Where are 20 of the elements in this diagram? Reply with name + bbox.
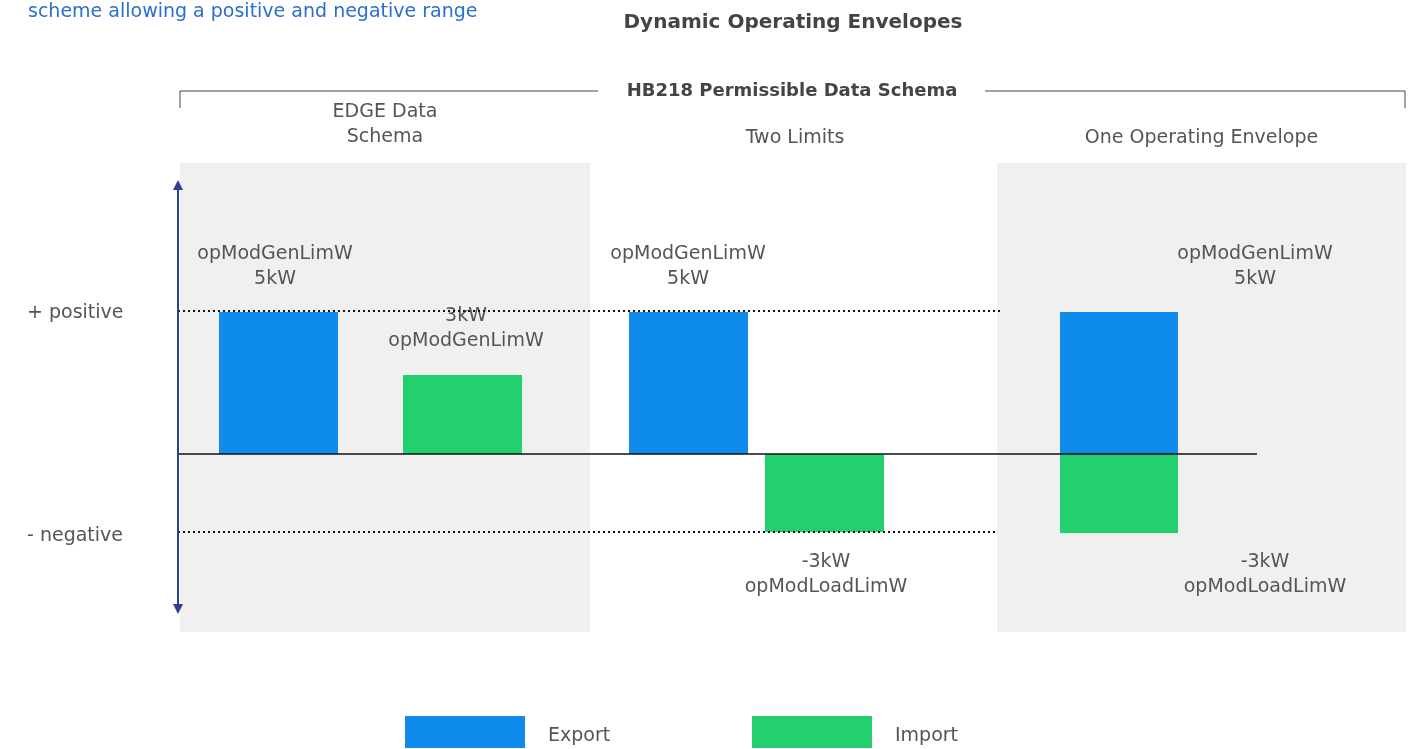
bar [765, 454, 884, 532]
bar-value-label: -3kW opModLoadLimW [743, 548, 909, 598]
subtitle-text: scheme allowing a positive and negative range [28, 0, 479, 23]
axis-label: - negative [27, 522, 124, 547]
bar [1060, 312, 1178, 454]
panel-heading: EDGE Data Schema [331, 98, 439, 148]
bar-value-label: opModGenLimW 5kW [609, 240, 767, 290]
axis-label: + positive [27, 299, 125, 324]
legend-label: Export [548, 722, 611, 747]
bar [403, 375, 522, 454]
title: Dynamic Operating Envelopes [622, 9, 964, 33]
bar [1060, 454, 1178, 533]
bar [629, 312, 748, 454]
column-heading: Two Limits [744, 124, 846, 149]
legend-label: Import [895, 722, 959, 747]
bar-value-label: opModGenLimW 5kW [1176, 240, 1334, 290]
bar-value-label: -3kW opModLoadLimW [1182, 548, 1348, 598]
bar-value-label: opModGenLimW 5kW [196, 240, 354, 290]
bar [219, 312, 338, 454]
panel-heading: One Operating Envelope [1083, 124, 1320, 149]
